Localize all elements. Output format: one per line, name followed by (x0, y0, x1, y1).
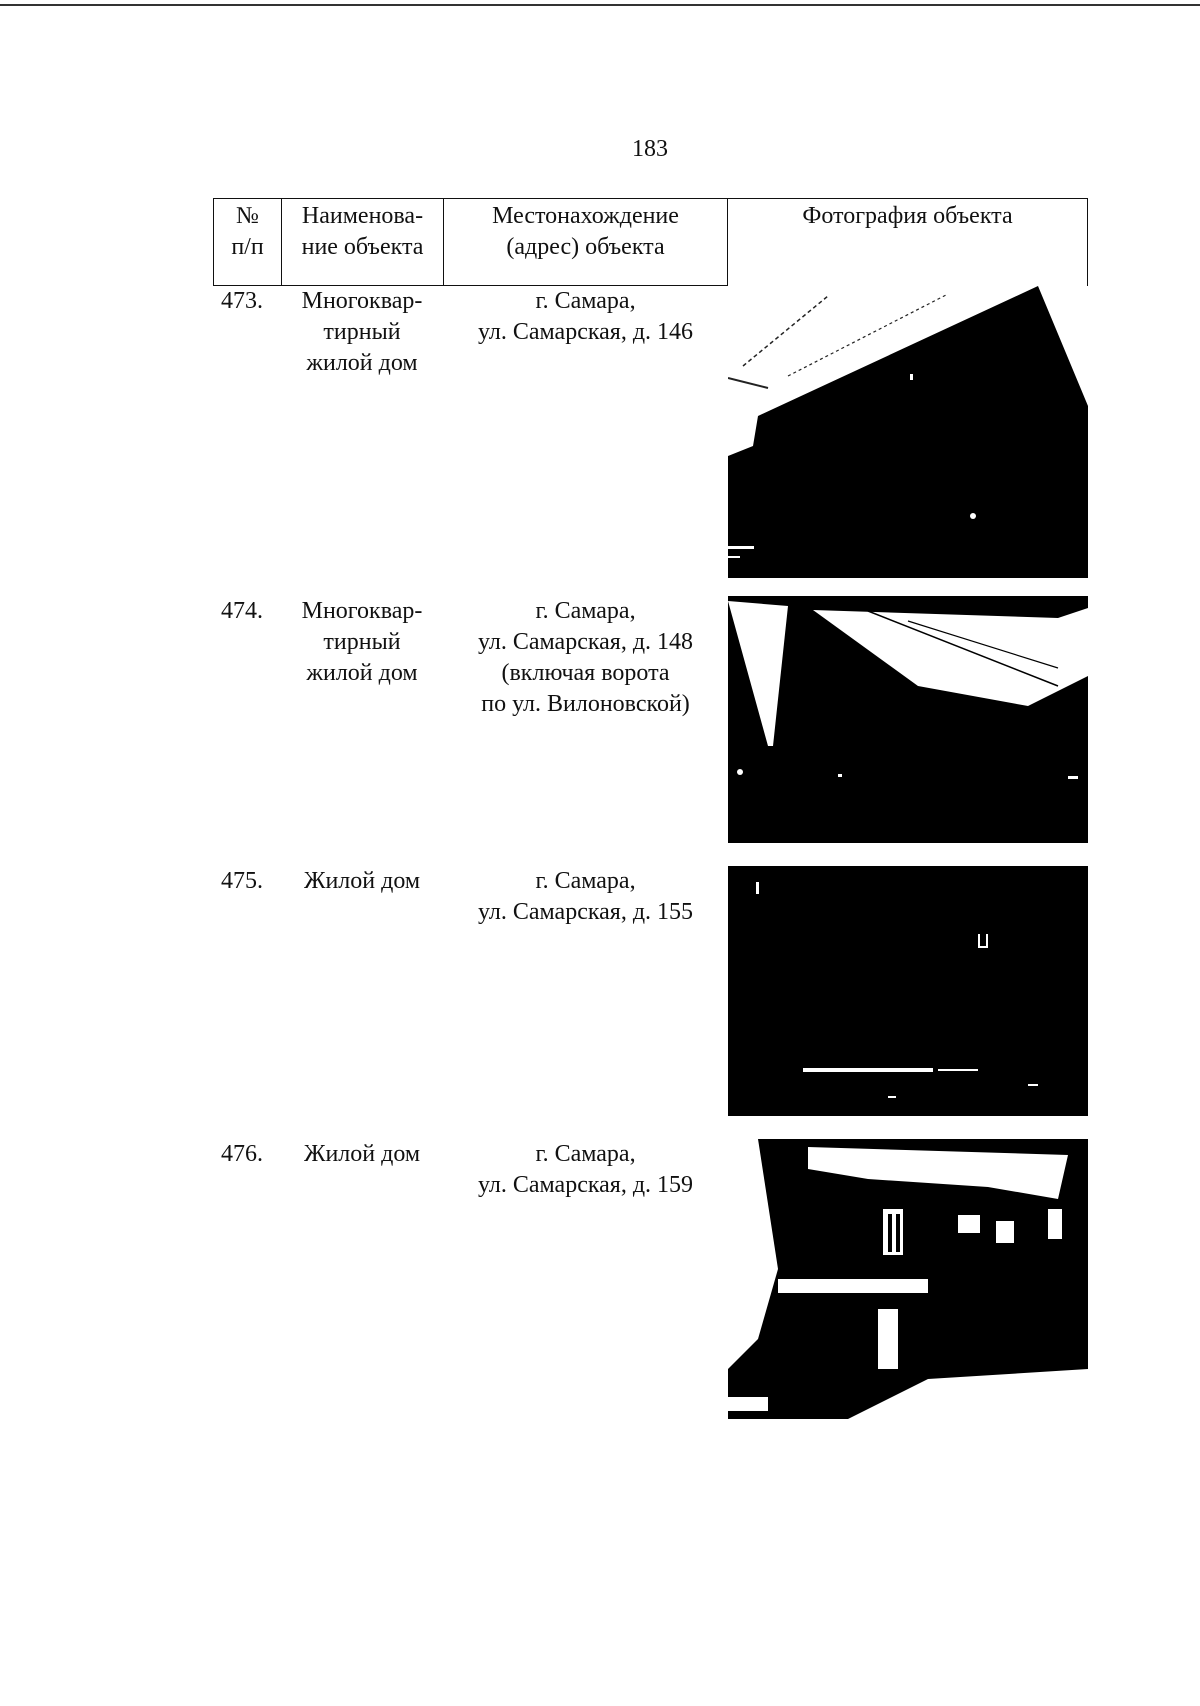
row-name-line: Многоквар- (301, 598, 423, 624)
row-name-line: тирный (323, 319, 401, 345)
header-address: Местонахождение (адрес) объекта (443, 198, 728, 286)
header-name-line: ние объекта (301, 234, 424, 260)
photo-building-473 (728, 286, 1088, 578)
header-name-line: Наименова- (301, 203, 424, 229)
row-address-line: по ул. Вилоновской) (481, 691, 690, 717)
row-address-line: г. Самара, (535, 598, 636, 624)
row-name: Многоквар- тирный жилой дом (281, 286, 443, 379)
row-address-line: ул. Самарская, д. 146 (477, 319, 694, 345)
scan-edge-line (0, 4, 1200, 6)
object-photo (728, 866, 1088, 1116)
row-name-line: Жилой дом (303, 868, 421, 894)
row-number: 473. (221, 288, 263, 314)
header-photo: Фотография объекта (728, 198, 1088, 286)
object-photo (728, 286, 1088, 578)
row-name: Жилой дом (281, 866, 443, 897)
row-address-line: ул. Самарская, д. 155 (477, 899, 694, 925)
row-number: 474. (221, 598, 263, 624)
header-number: № п/п (213, 198, 281, 286)
row-number: 475. (221, 868, 263, 894)
header-name: Наименова- ние объекта (281, 198, 443, 286)
row-address-line: (включая ворота (501, 660, 670, 686)
row-name-line: тирный (323, 629, 401, 655)
row-address-line: г. Самара, (535, 288, 636, 314)
row-name: Жилой дом (281, 1139, 443, 1170)
row-address: г. Самара, ул. Самарская, д. 146 (443, 286, 728, 348)
row-name-line: Жилой дом (303, 1141, 421, 1167)
row-name: Многоквар- тирный жилой дом (281, 596, 443, 689)
row-address-line: г. Самара, (535, 868, 636, 894)
object-photo (728, 1139, 1088, 1419)
row-address-line: г. Самара, (535, 1141, 636, 1167)
header-number-line: № (236, 203, 259, 229)
header-photo-line: Фотография объекта (802, 203, 1013, 229)
header-address-line: Местонахождение (492, 203, 679, 229)
table-header: № п/п Наименова- ние объекта Местонахожд… (213, 198, 1088, 286)
object-photo (728, 596, 1088, 843)
row-address-line: ул. Самарская, д. 159 (477, 1172, 694, 1198)
row-address: г. Самара, ул. Самарская, д. 159 (443, 1139, 728, 1201)
page-number: 183 (632, 136, 668, 162)
header-number-line: п/п (231, 234, 264, 260)
row-address: г. Самара, ул. Самарская, д. 148 (включа… (443, 596, 728, 720)
photo-building-474 (728, 596, 1088, 843)
photo-building-476 (728, 1139, 1088, 1419)
row-name-line: Многоквар- (301, 288, 423, 314)
row-address: г. Самара, ул. Самарская, д. 155 (443, 866, 728, 928)
objects-table: № п/п Наименова- ние объекта Местонахожд… (213, 198, 1088, 1419)
row-number: 476. (221, 1141, 263, 1167)
row-name-line: жилой дом (306, 350, 418, 376)
photo-building-475 (728, 866, 1088, 1116)
row-name-line: жилой дом (306, 660, 418, 686)
row-address-line: ул. Самарская, д. 148 (477, 629, 694, 655)
header-address-line: (адрес) объекта (506, 234, 665, 260)
